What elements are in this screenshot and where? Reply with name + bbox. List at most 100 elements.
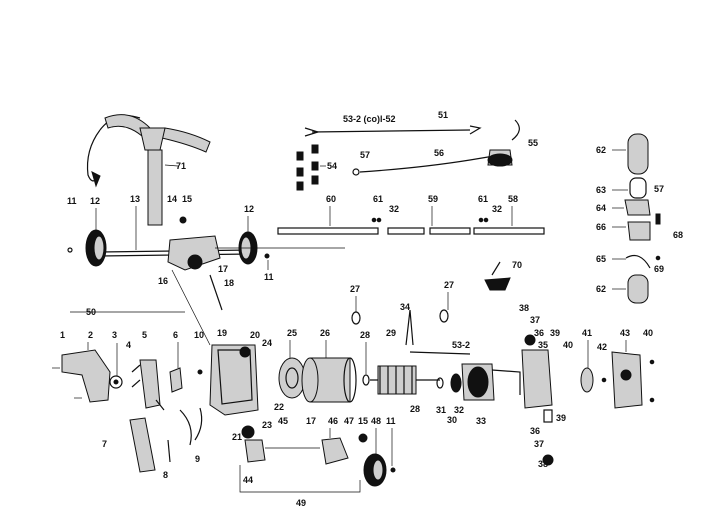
label-34: 34 [400,302,410,312]
housing-gear [187,254,203,270]
extension-tubes [277,217,545,235]
label-45: 45 [278,416,288,426]
label-66: 66 [596,222,606,232]
label-39b: 39 [556,413,566,423]
label-6: 6 [173,330,178,340]
cord-plug [91,171,101,188]
label-20: 20 [250,330,260,340]
cord-51 [311,129,471,133]
label-32c: 32 [454,405,464,415]
part-labels: 1 2 3 4 5 6 7 8 9 10 11 11 11 12 12 13 1… [60,110,683,508]
label-16: 16 [158,276,168,286]
screw-57 [352,168,360,176]
label-50: 50 [86,307,96,317]
label-21: 21 [232,432,242,442]
ring-27-right [439,309,449,323]
nut-11-left [67,247,73,253]
label-60: 60 [326,194,336,204]
label-53-52: 53-2 (co)l-52 [343,114,396,124]
part-62-bottom [627,274,649,304]
part-63 [629,177,647,199]
part-62-top [627,133,649,175]
end-bell-39 [521,349,553,409]
front-housing [167,235,221,271]
label-5: 5 [142,330,147,340]
label-35: 35 [538,340,548,350]
label-10: 10 [194,330,204,340]
guard-1-2 [61,349,111,403]
label-7: 7 [102,439,107,449]
ring-27-left [351,311,361,325]
label-68: 68 [673,230,683,240]
cord-56 [359,154,501,173]
label-37b: 37 [534,439,544,449]
label-17a: 17 [218,264,228,274]
label-63: 63 [596,185,606,195]
part-70 [484,277,511,291]
label-24: 24 [262,338,272,348]
label-30: 30 [447,415,457,425]
part-64 [624,199,651,216]
brush-34 [405,309,414,346]
label-32a: 32 [389,204,399,214]
label-27b: 27 [444,280,454,290]
washer-32 [450,373,462,393]
label-28a: 28 [360,330,370,340]
label-4: 4 [126,340,131,350]
label-36b: 36 [530,426,540,436]
screw-38-top [524,334,536,346]
pin-10 [197,369,203,375]
handle-tube [147,149,163,226]
label-47: 47 [344,416,354,426]
label-62b: 62 [596,284,606,294]
clutch-44 [244,439,266,463]
bolt-6 [169,367,183,393]
label-54: 54 [327,161,337,171]
tube-59 [429,227,471,235]
label-53-2-motor: 53-2 [452,340,470,350]
blade-7 [129,417,156,473]
handle-assembly [86,114,211,226]
label-42: 42 [597,342,607,352]
label-49: 49 [296,498,306,508]
label-31: 31 [436,405,446,415]
label-61b: 61 [478,194,488,204]
wheel-axle-assembly [67,216,345,311]
cords-and-switch [296,119,520,191]
label-62a: 62 [596,145,606,155]
label-44: 44 [243,475,253,485]
label-17b: 17 [306,416,316,426]
label-3: 3 [112,330,117,340]
label-33: 33 [476,416,486,426]
label-22: 22 [274,402,284,412]
label-43: 43 [620,328,630,338]
wire-53-2 [409,351,471,355]
label-40a: 40 [563,340,573,350]
cam-46 [321,437,349,465]
label-39a: 39 [550,328,560,338]
label-71: 71 [176,161,186,171]
label-27a: 27 [350,284,360,294]
bearing-28-left [362,374,370,386]
clip-9 [179,409,192,446]
right-grip [161,127,211,153]
screw-15 [179,216,187,224]
label-18: 18 [224,278,234,288]
label-69: 69 [654,264,664,274]
label-12b: 12 [244,204,254,214]
label-9: 9 [195,454,200,464]
label-26: 26 [320,328,330,338]
leader-lines [52,149,628,466]
label-46: 46 [328,416,338,426]
pin-8 [167,439,171,463]
beater-parts [61,349,396,493]
label-11b: 11 [264,272,274,282]
plug-51 [304,127,321,137]
label-23: 23 [262,420,272,430]
label-32b: 32 [492,204,502,214]
part-66 [627,221,651,241]
label-51: 51 [438,110,448,120]
armature-29 [377,365,417,395]
